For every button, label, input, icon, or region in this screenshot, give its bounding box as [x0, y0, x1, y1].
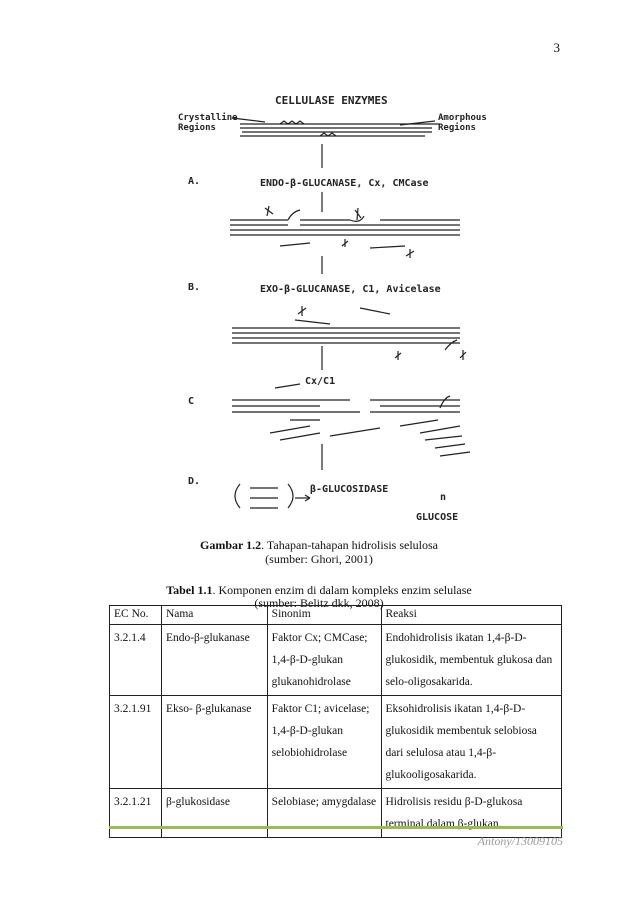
crystalline-label-2: Regions [178, 122, 216, 133]
cellulose-fiber-initial [231, 117, 440, 137]
figure-title: CELLULASE ENZYMES [275, 94, 388, 107]
footer-divider [109, 826, 563, 829]
cellulase-figure: CELLULASE ENZYMES Crystalline Regions Am… [170, 88, 520, 528]
figure-caption: Gambar 1.2. Tahapan-tahapan hidrolisis s… [0, 538, 638, 552]
cell-nama: β-glukosidase [160, 788, 268, 838]
step-a-enzyme: ENDO-β-GLUCANASE, Cx, CMCase [260, 178, 429, 189]
header-ec: EC No. [109, 605, 162, 625]
crystalline-label-1: Crystalline [178, 112, 238, 123]
figure-caption-label: Gambar 1.2 [199, 538, 262, 552]
cell-sinonim: Faktor C1; avicelase; 1,4-β-D-glukan sel… [266, 695, 382, 789]
product-n: n [440, 492, 446, 503]
page-number: 3 [553, 40, 561, 55]
step-c-label: C [188, 396, 194, 407]
table-row: 3.2.1.91 Ekso- β-glukanase Faktor C1; av… [109, 695, 562, 789]
figure-caption-source: (sumber: Ghori, 2001) [265, 552, 373, 566]
cell-reaksi: Hidrolisis residu β-D-glukosa terminal d… [380, 788, 562, 838]
product-label: GLUCOSE [416, 512, 458, 523]
amorphous-label-1: Amorphous [438, 113, 487, 123]
cell-sinonim: Selobiase; amygdalase [266, 788, 382, 838]
cell-reaksi: Endohidrolisis ikatan 1,4-β-D-glukosidik… [380, 624, 562, 696]
step-c-enzyme: Cx/C1 [305, 376, 335, 387]
step-b-label: B. [188, 282, 200, 293]
header-reaksi: Reaksi [380, 605, 562, 625]
table-header-row: EC No. Nama Sinonim Reaksi [109, 605, 562, 625]
table-caption: Tabel 1.1. Komponen enzim di dalam kompl… [0, 583, 638, 597]
cell-nama: Endo-β-glukanase [160, 624, 268, 696]
table-caption-text: . Komponen enzim di dalam kompleks enzim… [212, 583, 472, 597]
table-row: 3.2.1.4 Endo-β-glukanase Faktor Cx; CMCa… [109, 624, 562, 696]
cell-reaksi: Eksohidrolisis ikatan 1,4-β-D-glukosidik… [380, 695, 562, 789]
step-d-enzyme: β-GLUCOSIDASE [310, 484, 388, 495]
table-row: 3.2.1.21 β-glukosidase Selobiase; amygda… [109, 788, 562, 838]
step-d-label: D. [188, 476, 200, 487]
amorphous-label-2: Regions [438, 122, 476, 133]
cell-ec: 3.2.1.21 [109, 788, 162, 838]
header-sinonim: Sinonim [266, 605, 382, 625]
cell-nama: Ekso- β-glukanase [160, 695, 268, 789]
cell-ec: 3.2.1.91 [109, 695, 162, 789]
cellulase-diagram: CELLULASE ENZYMES Crystalline Regions Am… [170, 88, 520, 528]
cellulose-fiber-c [232, 383, 471, 457]
figure-caption-text: . Tahapan-tahapan hidrolisis selulosa [261, 538, 439, 552]
step-a-label: A. [188, 176, 200, 187]
cellobiose-group [234, 483, 311, 509]
cell-sinonim: Faktor Cx; CMCase; 1,4-β-D-glukan glukan… [266, 624, 382, 696]
table-caption-label: Tabel 1.1 [166, 583, 213, 597]
cellulose-fiber-b [232, 306, 467, 360]
step-b-enzyme: EXO-β-GLUCANASE, C1, Avicelase [260, 283, 441, 295]
cell-ec: 3.2.1.4 [109, 624, 162, 696]
header-nama: Nama [160, 605, 268, 625]
cellulose-fiber-a [230, 205, 460, 258]
enzyme-table: EC No. Nama Sinonim Reaksi 3.2.1.4 Endo-… [109, 605, 562, 838]
footer-author: Antony/13009105 [477, 834, 563, 848]
